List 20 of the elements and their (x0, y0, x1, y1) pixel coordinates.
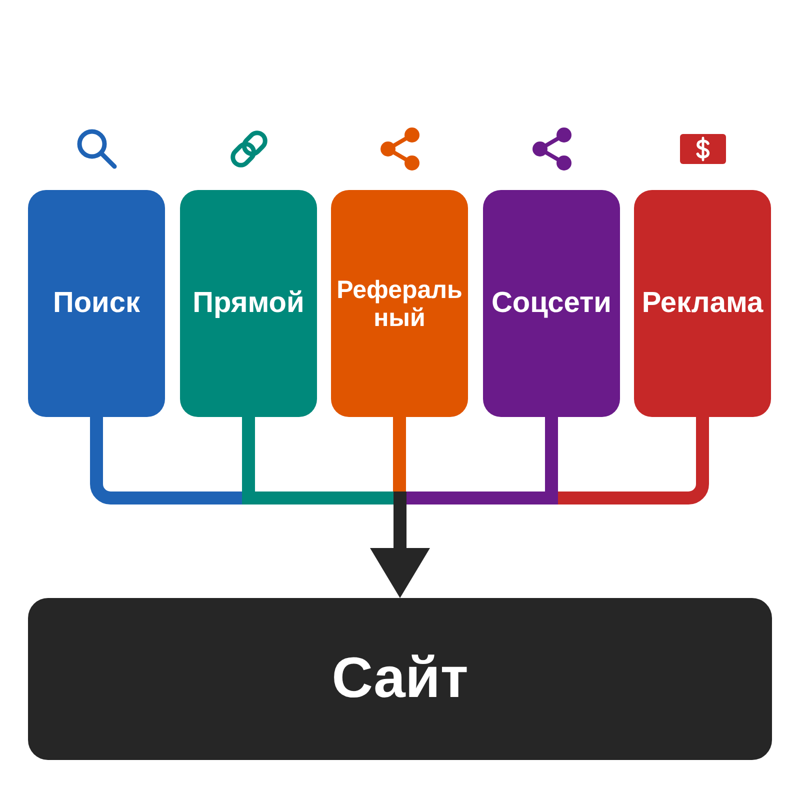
node-label: Реклама (642, 287, 764, 320)
channel-box (180, 190, 317, 417)
node-label: Сайт (332, 647, 468, 711)
connector-line (545, 417, 558, 492)
connector-line (242, 492, 394, 504)
node-label: Прямой (192, 287, 304, 320)
channel-box (331, 190, 468, 417)
node-label: Реферальный (336, 276, 464, 332)
connector-line (558, 417, 709, 504)
arrow (370, 492, 430, 598)
channel-box (634, 190, 771, 417)
connector-line (90, 417, 242, 504)
connector-line (242, 417, 255, 492)
node-label: Соцсети (491, 287, 612, 320)
channel-box (28, 190, 165, 417)
node-label: Поиск (52, 287, 140, 320)
channel-box (483, 190, 620, 417)
site-box (28, 598, 772, 760)
connector-line (406, 492, 558, 504)
connector-line (393, 417, 406, 492)
